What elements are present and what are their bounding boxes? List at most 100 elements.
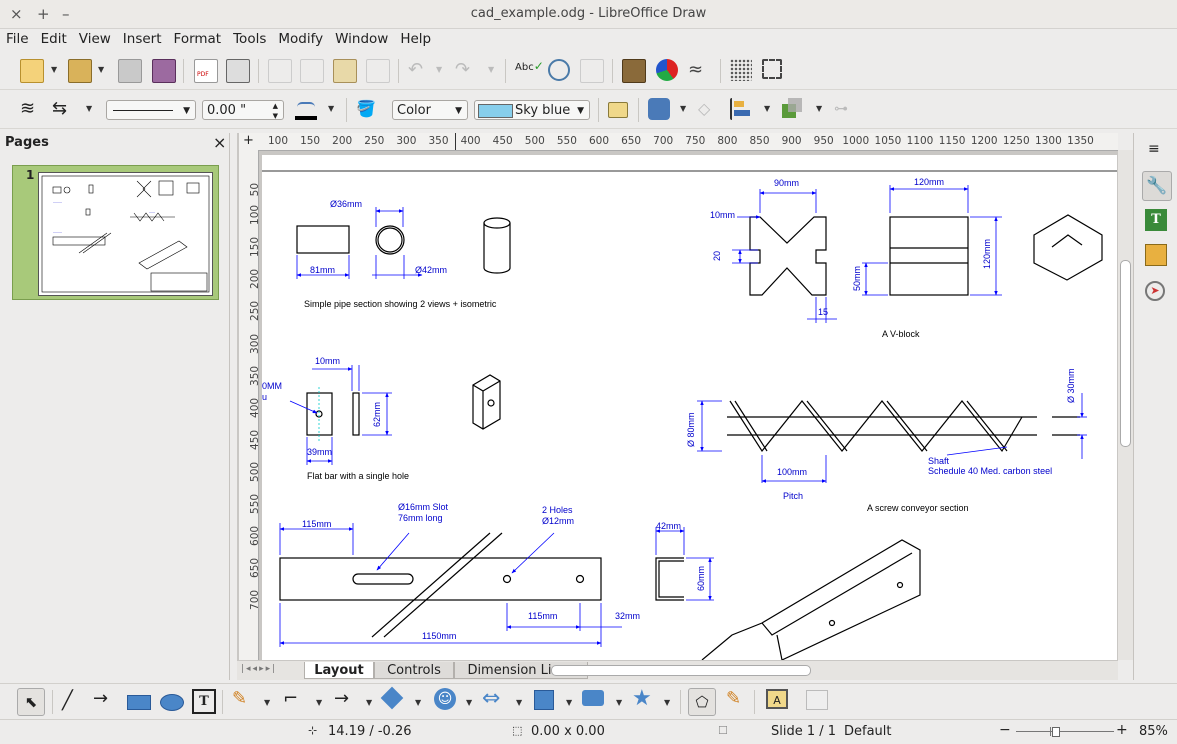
select-arrow-icon[interactable]: ⬉ <box>17 688 45 716</box>
minimize-window-icon[interactable]: – <box>62 5 70 23</box>
styles-icon[interactable]: T <box>1145 209 1167 231</box>
arrow-style-icon[interactable]: ⇆ <box>52 98 68 119</box>
menu-edit[interactable]: Edit <box>40 31 67 47</box>
zoom-slider[interactable] <box>1016 727 1114 737</box>
pages-panel-title: Pages <box>5 135 49 150</box>
drawing-page[interactable]: Ø36mm 81mm Ø42mm Simple pipe section sho… <box>262 155 1117 660</box>
pipe-section-drawing[interactable] <box>296 207 511 279</box>
area-color-select[interactable]: Sky blue▼ <box>474 100 590 120</box>
lines-arrows-icon[interactable]: → <box>334 688 350 709</box>
glue-points-icon[interactable]: ✎ <box>726 688 742 709</box>
zoom-level[interactable]: 85% <box>1139 724 1168 739</box>
menu-file[interactable]: File <box>6 31 29 47</box>
callouts-icon[interactable] <box>582 690 604 706</box>
arrange-icon[interactable] <box>782 98 804 120</box>
rectangle-tool-icon[interactable] <box>127 695 151 710</box>
menu-insert[interactable]: Insert <box>122 31 162 47</box>
ruler-tick-label: 450 <box>492 135 513 147</box>
insert-image-icon[interactable] <box>622 59 646 83</box>
points-icon[interactable]: ◇ <box>698 99 711 118</box>
menu-modify[interactable]: Modify <box>278 31 324 47</box>
arrow-tool-icon[interactable]: → <box>93 688 109 709</box>
basic-shapes-icon[interactable] <box>380 686 404 710</box>
spellcheck-icon[interactable]: Abc✓ <box>515 59 544 73</box>
gallery-icon[interactable] <box>1145 244 1167 266</box>
ruler-position-marker <box>455 133 456 150</box>
flat-bar-drawing[interactable] <box>289 365 501 465</box>
open-folder-icon[interactable] <box>68 59 92 83</box>
align-icon[interactable] <box>730 98 754 120</box>
block-arrows-icon[interactable]: ⇔ <box>482 686 501 711</box>
redo-icon[interactable]: ↷ <box>455 59 471 80</box>
menu-tools[interactable]: Tools <box>233 31 267 47</box>
line-style-select[interactable]: ▼ <box>106 100 196 120</box>
helplines-icon[interactable] <box>762 59 782 79</box>
line-tool-icon[interactable]: ╱ <box>62 690 73 711</box>
toggle-extrusion-icon[interactable] <box>806 690 828 710</box>
maximize-window-icon[interactable]: + <box>37 5 50 23</box>
tab-layout[interactable]: Layout <box>304 662 374 679</box>
ruler-tick-label: 250 <box>249 301 259 322</box>
sidebar-menu-icon[interactable]: ≡ <box>1148 141 1160 157</box>
close-pane-icon[interactable]: × <box>213 133 227 152</box>
new-document-icon[interactable] <box>20 59 44 83</box>
v-block-drawing[interactable] <box>732 185 1103 323</box>
menu-help[interactable]: Help <box>400 31 432 47</box>
line-width-field[interactable]: 0.00 "▲▼ <box>202 100 284 120</box>
horizontal-scroll-thumb[interactable] <box>551 665 811 676</box>
save-icon[interactable] <box>118 59 142 83</box>
fontwork-gallery-icon[interactable]: A <box>766 689 788 709</box>
copy-icon[interactable] <box>300 59 324 83</box>
page-thumbnail-1[interactable]: 1 ———————— <box>12 165 219 300</box>
screw-conveyor-drawing[interactable] <box>697 393 1087 483</box>
fontwork-icon[interactable]: ≈ <box>688 59 704 80</box>
clone-formatting-icon[interactable] <box>366 59 390 83</box>
insert-chart-icon[interactable] <box>656 59 678 81</box>
line-color-icon[interactable] <box>295 98 317 120</box>
cut-icon[interactable] <box>268 59 292 83</box>
tab-controls[interactable]: Controls <box>374 662 454 679</box>
zoom-pan-icon[interactable] <box>580 59 604 83</box>
bar-with-slot-drawing[interactable] <box>279 523 622 647</box>
symbol-shapes-icon[interactable]: ☺ <box>434 688 456 710</box>
ellipse-tool-icon[interactable] <box>160 694 184 711</box>
vertical-scrollbar[interactable] <box>1118 150 1133 660</box>
zoom-icon[interactable] <box>548 59 570 81</box>
print-icon[interactable] <box>226 59 250 83</box>
menu-window[interactable]: Window <box>335 31 389 47</box>
tab-nav-arrows[interactable]: |◂◂▸▸| <box>241 664 278 674</box>
channel-60-label: 60mm <box>696 566 706 591</box>
position-icon: ⊹ <box>308 724 318 737</box>
ruler-tick-label: 250 <box>364 135 385 147</box>
area-icon[interactable]: 🪣 <box>356 99 376 118</box>
paste-icon[interactable] <box>333 59 357 83</box>
export-pdf-icon[interactable]: PDF <box>194 59 218 83</box>
grid-icon[interactable] <box>730 59 752 81</box>
connector-tool-icon[interactable]: ⌐ <box>283 688 299 709</box>
close-window-icon[interactable]: × <box>10 5 23 23</box>
menu-format[interactable]: Format <box>173 31 222 47</box>
points-edit-icon[interactable]: ⬠ <box>688 688 716 716</box>
zoom-slider-handle[interactable] <box>1052 727 1060 737</box>
shadow-icon[interactable] <box>608 102 628 118</box>
transformations-icon[interactable] <box>648 98 670 120</box>
vertical-scroll-thumb[interactable] <box>1120 260 1131 447</box>
stars-icon[interactable]: ★ <box>632 686 652 711</box>
flowchart-icon[interactable] <box>534 690 554 710</box>
navigator-icon[interactable]: ➤ <box>1145 281 1165 301</box>
area-style-select[interactable]: Color▼ <box>392 100 468 120</box>
channel-drawing[interactable] <box>655 527 921 660</box>
text-tool-icon[interactable]: T <box>192 689 216 714</box>
properties-icon[interactable]: 🔧 <box>1142 171 1172 201</box>
line-icon[interactable]: ≋ <box>20 98 36 119</box>
menu-view[interactable]: View <box>78 31 111 47</box>
distribute-icon[interactable]: ⊶ <box>834 101 848 117</box>
zoom-in-icon[interactable]: + <box>1116 722 1128 738</box>
zoom-out-icon[interactable]: − <box>999 722 1011 738</box>
undo-icon[interactable]: ↶ <box>408 59 424 80</box>
freeform-tool-icon[interactable]: ✎ <box>232 688 248 709</box>
ruler-tick-label: 1300 <box>1035 135 1062 147</box>
save-as-icon[interactable] <box>152 59 176 83</box>
